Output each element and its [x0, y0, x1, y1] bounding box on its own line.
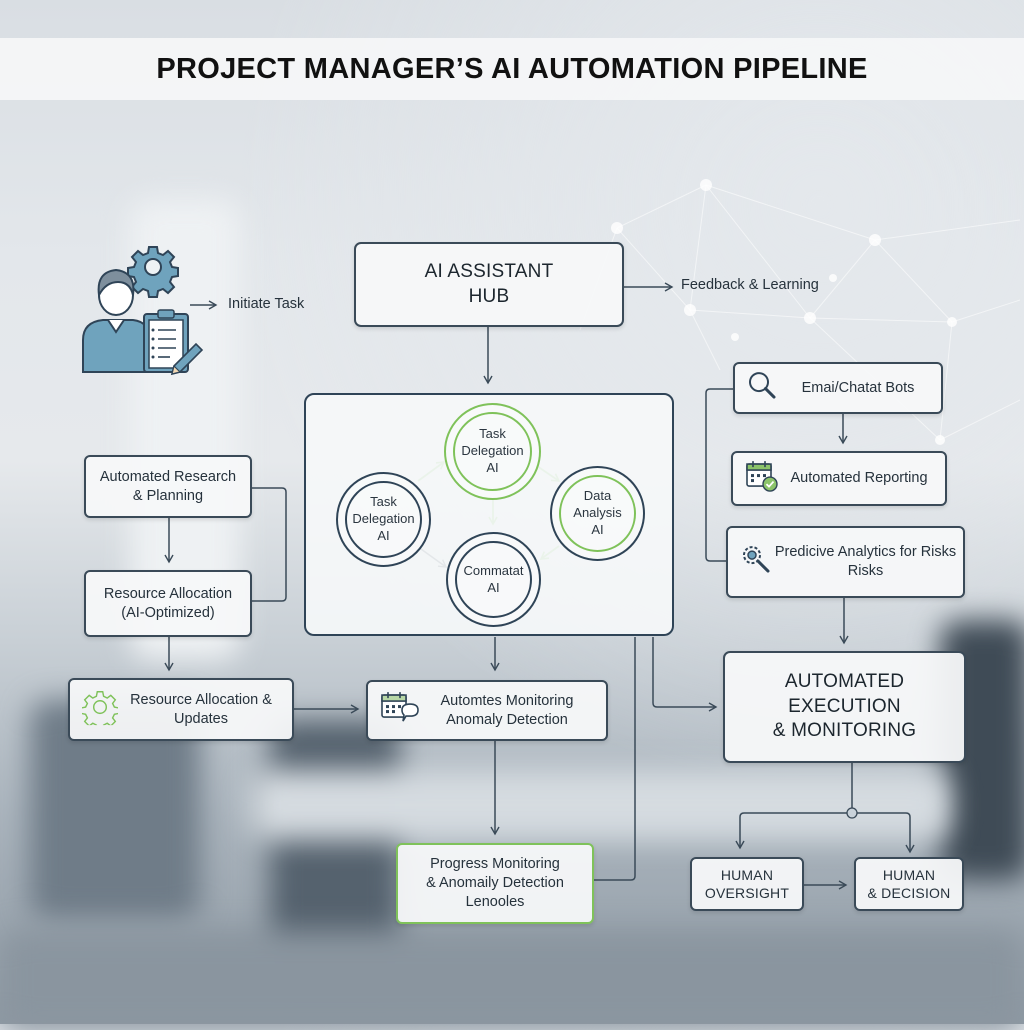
- calendar-check-icon: [745, 459, 779, 499]
- ai-node-data-analysis[interactable]: Data Analysis AI: [550, 466, 645, 561]
- box-text: Anomaly Detection: [446, 711, 568, 728]
- box-text: AUTOMATED: [784, 670, 905, 692]
- automated-research-box[interactable]: Automated Research & Planning: [84, 455, 252, 518]
- node-text: Delegation: [461, 443, 524, 459]
- box-text: HUMAN: [720, 866, 774, 883]
- hub-title-line2: HUB: [468, 285, 510, 307]
- background-floor: [0, 930, 1024, 1030]
- node-text: Data: [583, 488, 612, 504]
- project-manager-figure: [78, 240, 208, 385]
- box-text: & MONITORING: [772, 720, 917, 742]
- initiate-task-label: Initiate Task: [228, 296, 305, 312]
- box-text: Automated Research: [99, 468, 237, 485]
- automated-execution-box[interactable]: AUTOMATED EXECUTION & MONITORING: [723, 651, 966, 763]
- gear-icon: [127, 246, 179, 298]
- node-text: AI: [486, 459, 499, 475]
- box-text: Emai/Chatat Bots: [801, 379, 915, 396]
- human-oversight-box[interactable]: HUMAN OVERSIGHT: [690, 857, 804, 911]
- node-text: Task: [479, 426, 506, 442]
- box-text: & Anomaily Detection: [426, 875, 564, 892]
- resource-updates-box[interactable]: Resource Allocation & Updates: [68, 678, 294, 741]
- box-text: Updates: [173, 710, 228, 727]
- box-text: Predicive Analytics for Risks: [774, 544, 957, 561]
- node-text: AI: [377, 527, 390, 543]
- box-text: HUMAN: [882, 866, 936, 883]
- node-text: Task: [370, 494, 397, 510]
- box-text: OVERSIGHT: [704, 885, 790, 901]
- node-text: AI: [487, 579, 500, 595]
- human-decision-box[interactable]: HUMAN & DECISION: [854, 857, 964, 911]
- ai-assistant-hub[interactable]: AI ASSISTANT HUB: [354, 242, 624, 327]
- hub-title-line1: AI ASSISTANT: [424, 260, 554, 282]
- node-text: Commatat: [463, 562, 524, 578]
- bracket-left: [252, 487, 287, 602]
- box-text: & DECISION: [867, 885, 951, 901]
- ai-node-communication[interactable]: Commatat AI: [446, 532, 541, 627]
- arrow-panel-to-execution: [652, 637, 718, 712]
- page-title: PROJECT MANAGER’S AI AUTOMATION PIPELINE: [156, 52, 868, 85]
- calendar-chat-icon: [380, 690, 420, 732]
- box-text: Automated Reporting: [790, 470, 928, 487]
- box-text: EXECUTION: [788, 695, 901, 717]
- background-table: [250, 770, 950, 840]
- box-text: Automtes Monitoring: [440, 692, 574, 709]
- ai-node-task-delegation-left[interactable]: Task Delegation AI: [336, 472, 431, 567]
- node-text: Delegation: [352, 511, 415, 527]
- search-icon: [747, 370, 777, 406]
- predictive-analytics-box[interactable]: Predicive Analytics for Risks Risks: [726, 526, 965, 598]
- node-text: Analysis: [573, 505, 622, 521]
- email-chat-bots-box[interactable]: Emai/Chatat Bots: [733, 362, 943, 414]
- automated-monitoring-box[interactable]: Automtes Monitoring Anomaly Detection: [366, 680, 608, 741]
- box-text: Resource Allocation: [103, 585, 233, 602]
- gear-search-icon: [740, 543, 772, 581]
- progress-monitoring-box[interactable]: Progress Monitoring & Anomaily Detection…: [396, 843, 594, 924]
- ai-node-task-delegation-top[interactable]: Task Delegation AI: [444, 403, 541, 500]
- box-text: & Planning: [132, 487, 204, 504]
- node-text: AI: [591, 521, 604, 537]
- box-text: Lenooles: [465, 893, 525, 910]
- box-text: (AI-Optimized): [121, 604, 215, 621]
- line-panel-to-progress: [594, 637, 636, 881]
- box-text: Risks: [847, 563, 884, 579]
- gear-icon: [80, 689, 120, 731]
- feedback-learning-label: Feedback & Learning: [681, 277, 819, 293]
- box-text: Progress Monitoring: [430, 856, 560, 873]
- box-text: Resource Allocation &: [130, 691, 272, 708]
- resource-allocation-box[interactable]: Resource Allocation (AI-Optimized): [84, 570, 252, 637]
- project-manager-icon: [82, 246, 204, 376]
- automated-reporting-box[interactable]: Automated Reporting: [731, 451, 947, 506]
- title-bar: PROJECT MANAGER’S AI AUTOMATION PIPELINE: [0, 38, 1024, 100]
